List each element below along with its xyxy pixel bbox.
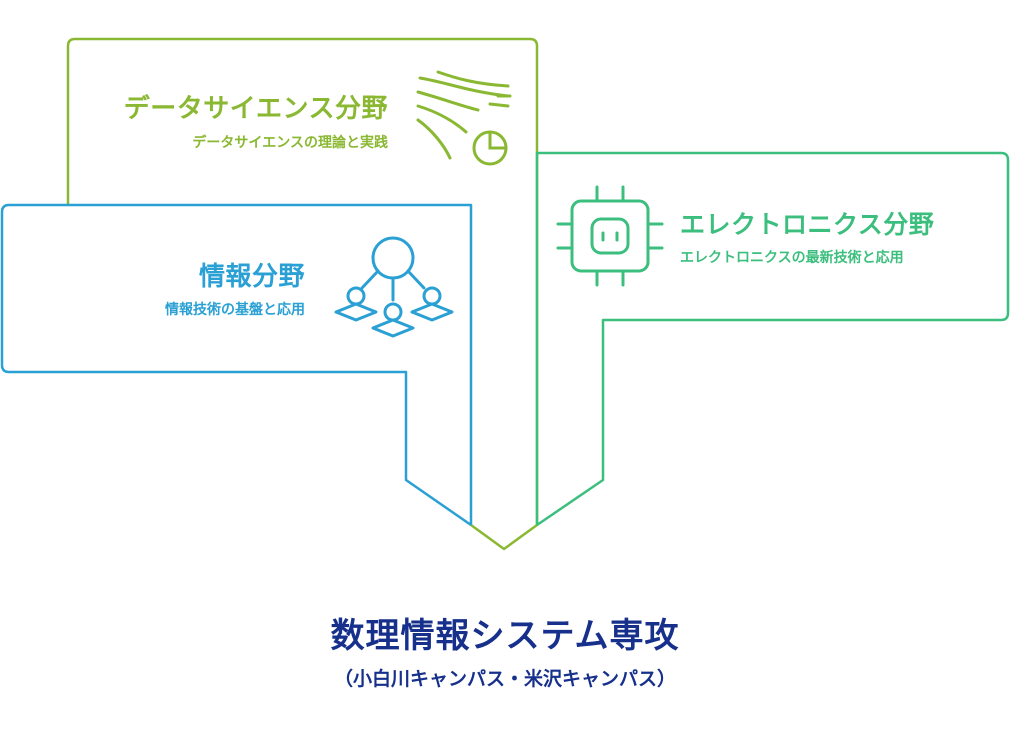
network-people-icon bbox=[334, 236, 454, 338]
electronics-panel bbox=[535, 151, 1010, 527]
information-title: 情報分野 bbox=[198, 262, 305, 292]
data-science-panel bbox=[66, 37, 539, 551]
program-title: 数理情報システム専攻 bbox=[330, 616, 680, 656]
electronics-title: エレクトロニクス分野 bbox=[680, 210, 935, 239]
electronics-subtitle: エレクトロニクスの最新技術と応用 bbox=[680, 250, 904, 266]
data-science-title: データサイエンス分野 bbox=[123, 94, 388, 124]
chip-robot-icon bbox=[556, 185, 664, 287]
data-science-subtitle: データサイエンスの理論と実践 bbox=[192, 135, 388, 151]
information-subtitle: 情報技術の基盤と応用 bbox=[165, 302, 305, 318]
data-flow-chart-icon bbox=[416, 70, 512, 166]
information-panel bbox=[0, 203, 473, 527]
program-campus: （小白川キャンパス・米沢キャンパス） bbox=[333, 668, 676, 690]
